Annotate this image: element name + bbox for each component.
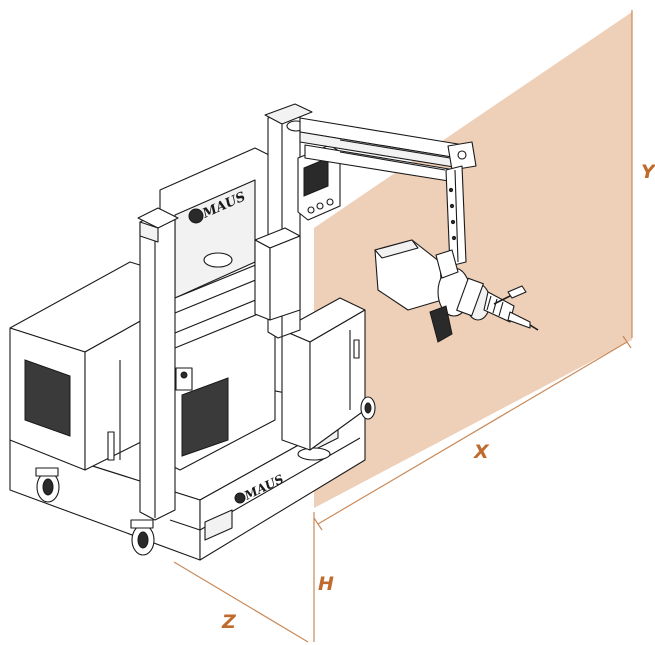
horizontal-arm	[299, 117, 477, 183]
dimension-label-x: X	[473, 441, 490, 463]
dimension-label-y: Y	[641, 161, 655, 183]
tool-grip	[429, 305, 453, 343]
dimension-label-h: H	[318, 573, 334, 595]
dimension-lines	[173, 10, 633, 643]
wheel-front-right	[130, 519, 155, 556]
fork-pocket-front	[204, 509, 233, 541]
wheel-rear-right	[360, 396, 376, 420]
x-dimension-line	[317, 341, 628, 525]
z-dimension-line	[173, 561, 309, 643]
workspace-envelope	[314, 12, 632, 508]
vertical-mast	[254, 103, 313, 339]
tool-head	[374, 239, 539, 343]
cabinet-vent-grill	[24, 359, 71, 437]
wheels	[35, 396, 376, 556]
right-box	[281, 297, 366, 451]
wheel-front-left	[35, 467, 60, 503]
x-tick-right	[622, 335, 632, 349]
left-tower	[137, 207, 179, 521]
drop-arm	[445, 165, 467, 267]
center-vent-grill	[181, 377, 229, 457]
x-tick-left	[313, 517, 323, 531]
pendant-screen	[303, 157, 329, 197]
dimension-label-z: Z	[221, 611, 237, 633]
